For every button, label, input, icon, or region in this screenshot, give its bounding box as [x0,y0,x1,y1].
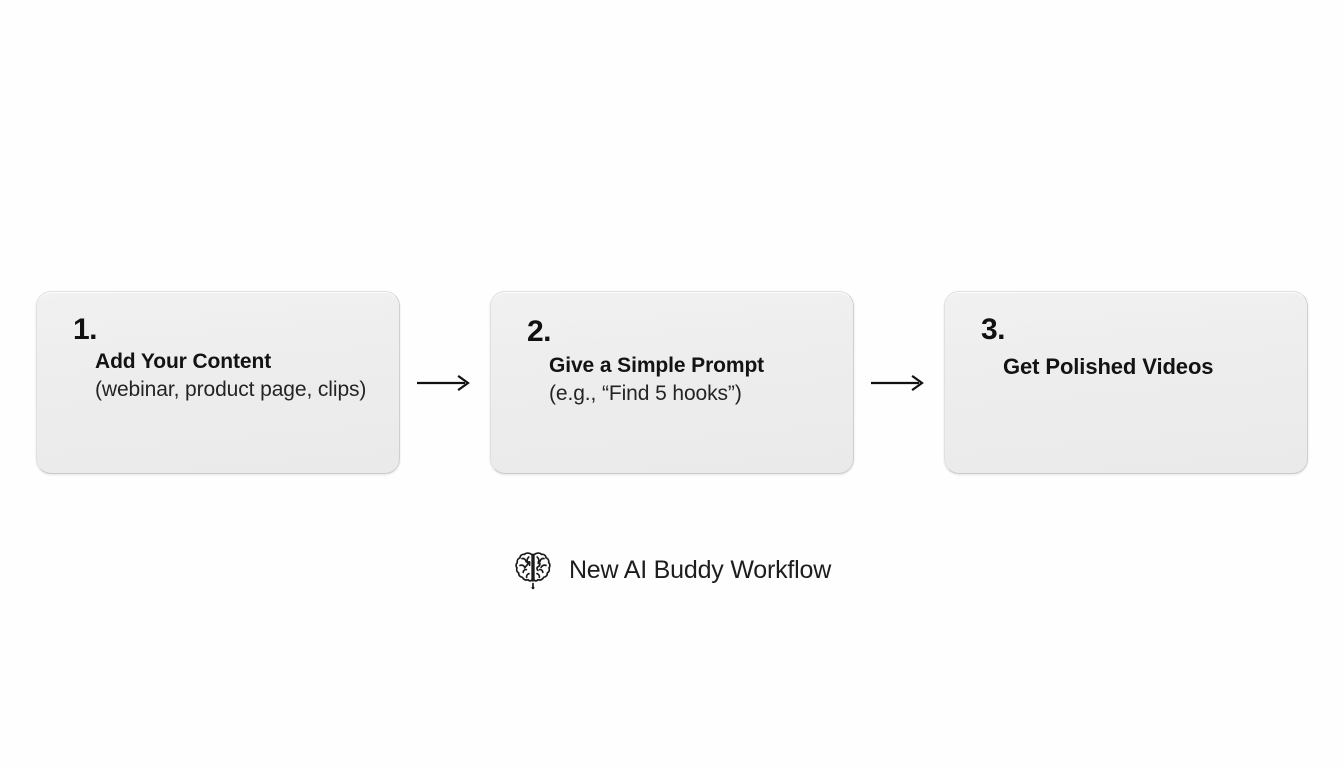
step-card-1-content: 1. Add Your Content (webinar, product pa… [37,292,399,473]
step-text-block-3: Get Polished Videos [1003,352,1293,381]
step-card-3-content: 3. Get Polished Videos [945,292,1307,473]
step-card-2[interactable]: 2. Give a Simple Prompt (e.g., “Find 5 h… [490,291,854,474]
step-subtitle-1: (webinar, product page, clips) [95,377,367,401]
arrow-connector-1 [400,371,490,395]
step-number-2: 2. [527,315,552,348]
step-card-1[interactable]: 1. Add Your Content (webinar, product pa… [36,291,400,474]
step-number-1: 1. [73,313,98,346]
step-card-3[interactable]: 3. Get Polished Videos [944,291,1308,474]
step-subtitle-2: (e.g., “Find 5 hooks”) [549,381,742,405]
step-number-3: 3. [981,313,1006,346]
arrow-connector-2 [854,371,944,395]
step-title-3: Get Polished Videos [1003,354,1214,379]
step-title-1: Add Your Content [95,350,272,373]
steps-row: 1. Add Your Content (webinar, product pa… [36,291,1308,474]
step-text-block-2: Give a Simple Prompt (e.g., “Find 5 hook… [549,352,839,408]
arrow-right-icon [417,374,473,392]
step-text-block-1: Add Your Content (webinar, product page,… [95,348,385,404]
workflow-caption-label: New AI Buddy Workflow [568,555,832,584]
workflow-caption: New AI Buddy Workflow [0,548,1344,592]
brain-icon [513,548,553,592]
step-card-2-content: 2. Give a Simple Prompt (e.g., “Find 5 h… [491,292,853,473]
step-title-2: Give a Simple Prompt [549,354,765,377]
arrow-right-icon [871,374,927,392]
